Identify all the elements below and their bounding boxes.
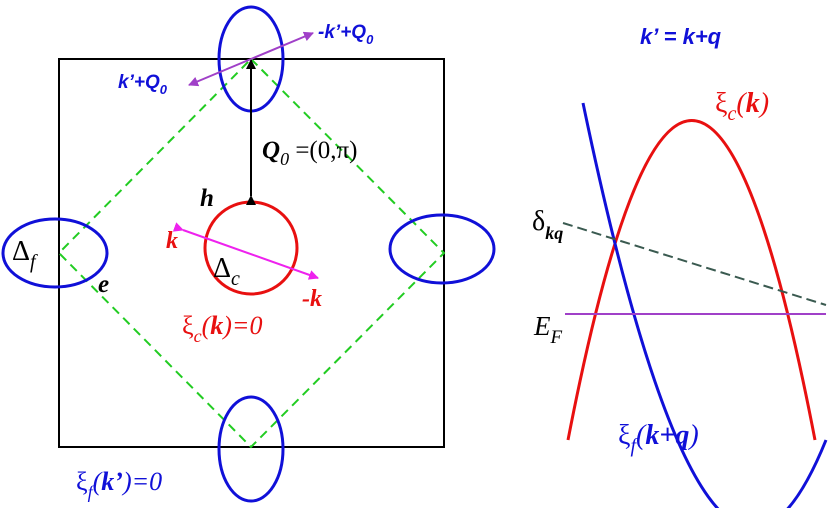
q0-label: Q0 =(0,π): [262, 137, 357, 169]
xi-f-band-curve: [581, 102, 828, 508]
kprime-q0-arrow: [188, 58, 252, 87]
xi-c-fermi-label: ξc(k)=0: [182, 311, 262, 346]
neg-kprime-q0-label: -k’+Q0: [318, 22, 374, 47]
electron-label: e: [98, 271, 109, 298]
f-pocket-bottom: [217, 395, 285, 503]
k-label: k: [166, 228, 178, 254]
xi-c-band-curve: [566, 119, 817, 441]
k-vector-arrow: [172, 222, 319, 280]
delta-kq-line: [562, 222, 827, 306]
fermi-energy-label: EF: [533, 311, 563, 348]
xi-c-band-label: ξc(k): [715, 88, 769, 125]
neg-kprime-q0-arrow: [250, 31, 314, 60]
xi-f-fermi-label: ξf(k’)=0: [76, 467, 162, 502]
hole-label: h: [200, 185, 214, 212]
delta-kq-label: δkq: [532, 206, 563, 243]
right-panel-title: k’ = k+q: [640, 24, 722, 49]
kprime-q0-label: k’+Q0: [118, 72, 168, 97]
f-pocket-right: [388, 213, 496, 285]
delta-f-label: Δf: [12, 236, 38, 273]
f-pocket-left: [1, 217, 109, 289]
magnetic-zone-diamond: [57, 57, 446, 449]
neg-k-label: -k: [302, 286, 322, 312]
xi-f-band-label: ξf(k+q): [618, 420, 699, 457]
delta-c-label: Δc: [213, 253, 240, 290]
